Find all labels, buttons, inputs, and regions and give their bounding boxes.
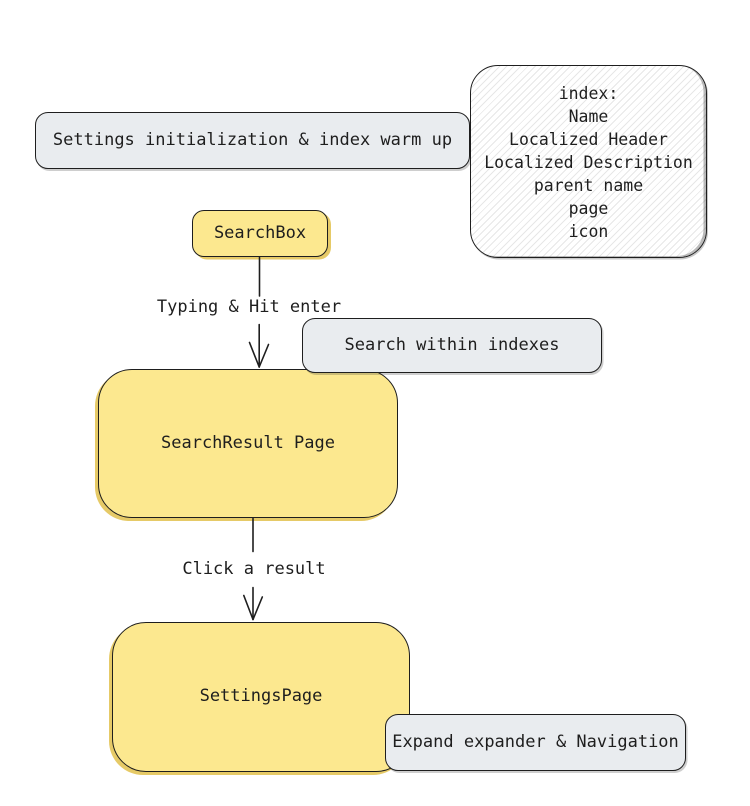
node-settings-initialization-label: Settings initialization & index warm up [52, 129, 453, 150]
node-expand-navigation-label: Expand expander & Navigation [392, 731, 679, 752]
arrowhead [252, 596, 264, 621]
arrowhead [258, 343, 270, 368]
node-searchresult-page: SearchResult Page [98, 369, 398, 518]
edge-click-label: Click a result [182, 559, 326, 579]
node-settingspage-label: SettingsPage [199, 686, 323, 707]
index-field-line: Name [568, 107, 609, 126]
index-field-line: page [568, 199, 609, 218]
index-field-line: Localized Header [509, 130, 668, 149]
node-settings-initialization: Settings initialization & index warm up [35, 112, 470, 169]
node-index-fields: index: Name Localized Header Localized D… [470, 65, 707, 258]
edge-typing-label: Typing & Hit enter [156, 297, 342, 317]
index-field-line: Localized Description [484, 153, 693, 172]
index-field-line: index: [558, 84, 619, 103]
node-settingspage: SettingsPage [112, 622, 410, 772]
index-field-line: icon [568, 222, 609, 241]
node-searchbox: SearchBox [192, 210, 328, 257]
node-search-within-indexes: Search within indexes [302, 318, 602, 373]
node-searchbox-label: SearchBox [213, 222, 307, 243]
node-search-within-indexes-label: Search within indexes [344, 334, 560, 355]
index-field-line: parent name [533, 176, 644, 195]
node-expand-navigation: Expand expander & Navigation [385, 714, 686, 771]
arrowhead [243, 594, 254, 621]
node-searchresult-page-label: SearchResult Page [161, 432, 335, 453]
arrowhead [248, 341, 260, 368]
